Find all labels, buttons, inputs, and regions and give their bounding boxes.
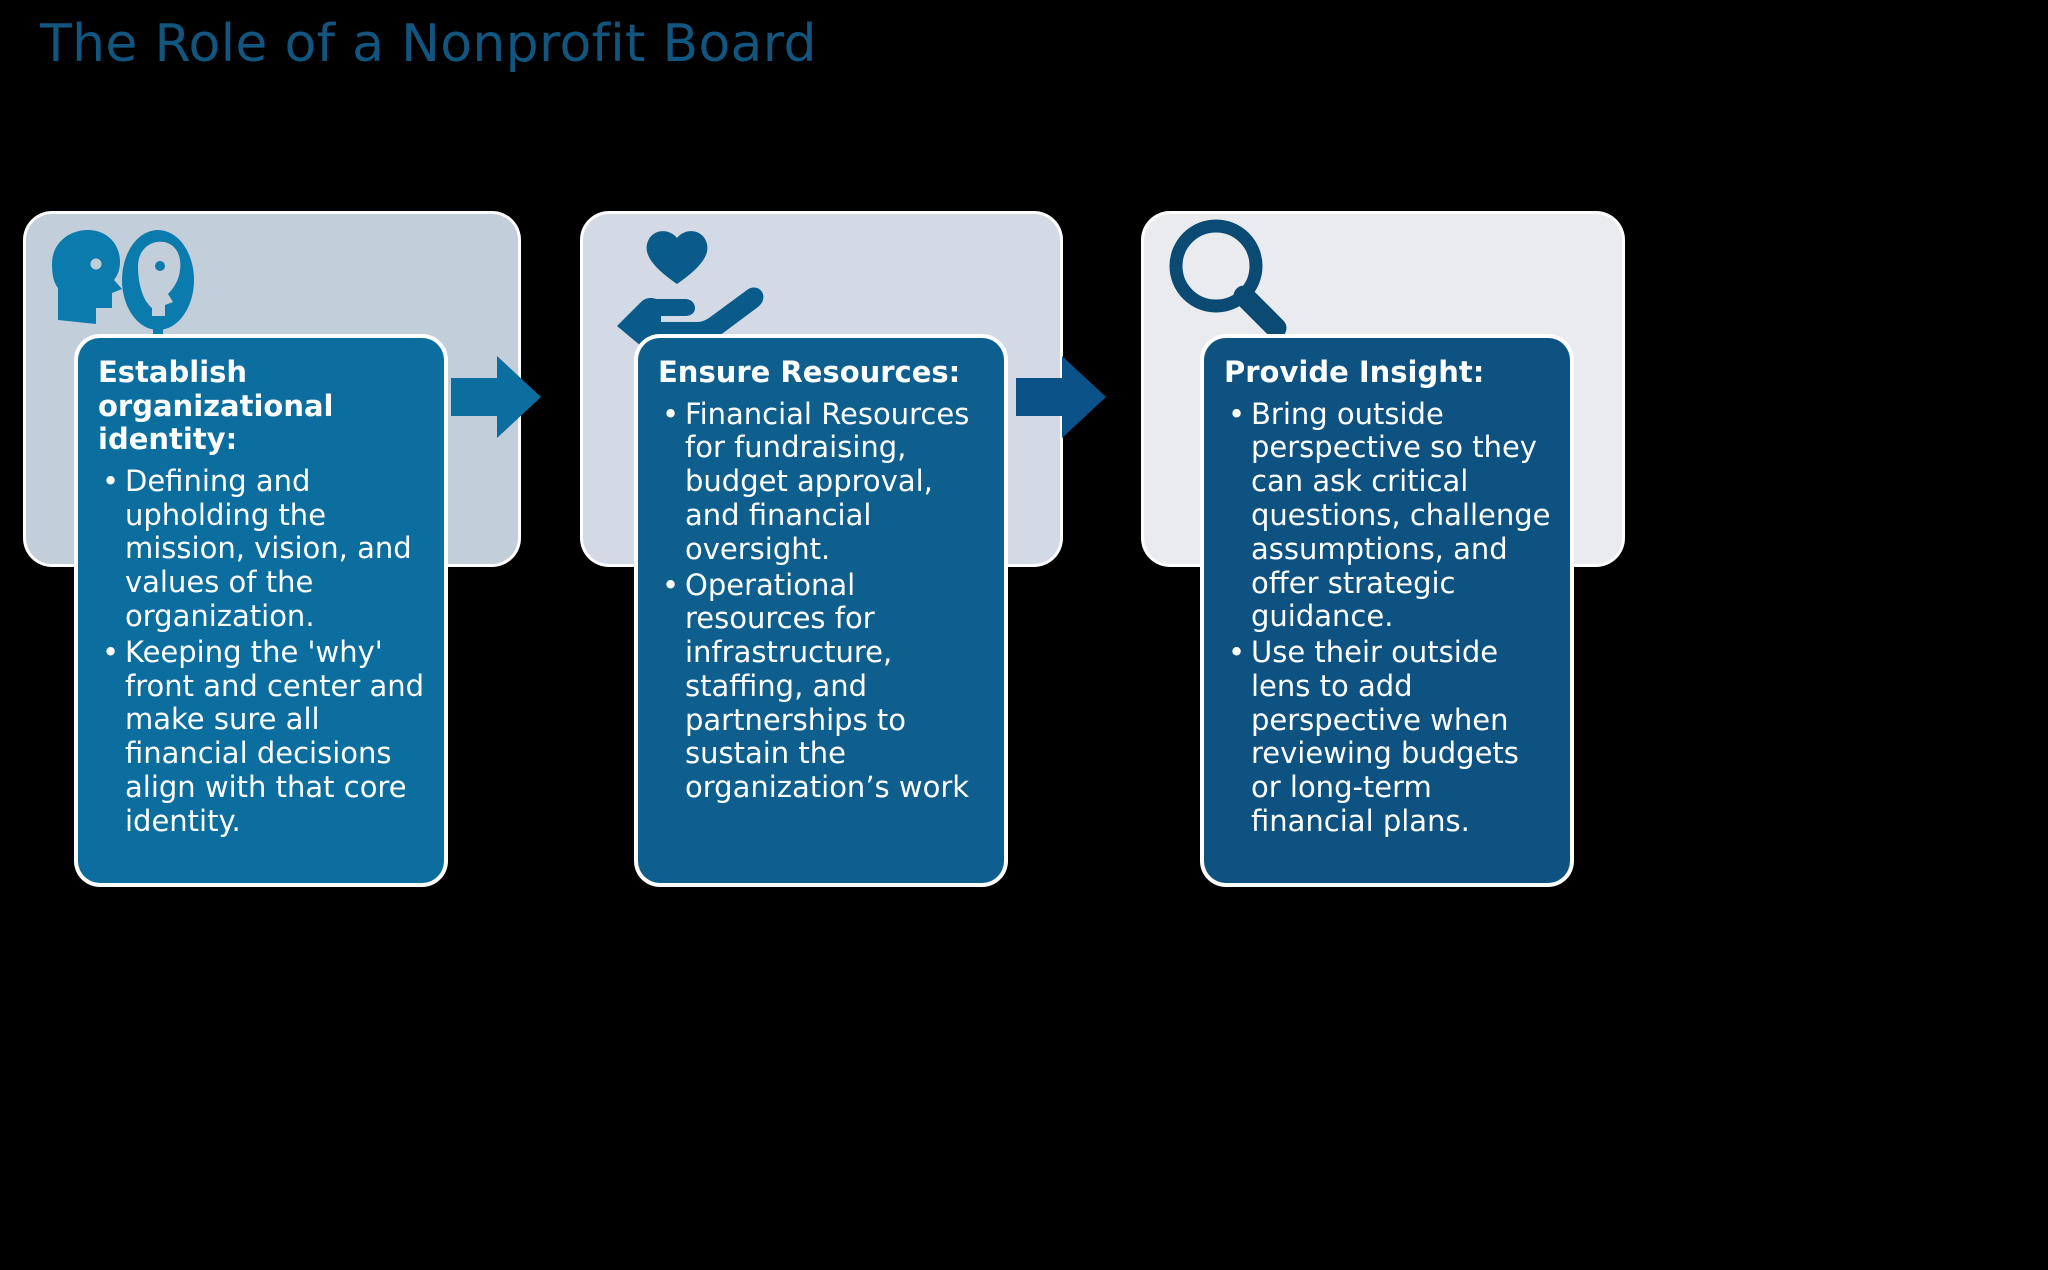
card-bullet-list: • Bring outside perspective so they can …	[1224, 396, 1552, 839]
bullet-glyph: •	[102, 634, 120, 669]
card-heading: Provide Insight:	[1224, 355, 1485, 389]
list-item-text: Financial Resources for fundraising, bud…	[685, 396, 970, 566]
list-item: • Keeping the 'why' front and center and…	[98, 634, 426, 839]
list-item: • Bring outside perspective so they can …	[1224, 396, 1552, 634]
head-mirror-icon	[34, 220, 224, 350]
list-item-text: Use their outside lens to add perspectiv…	[1251, 635, 1519, 838]
hand-holding-heart-icon	[611, 220, 801, 350]
card-bullet-list: • Defining and upholding the mission, vi…	[98, 463, 426, 839]
list-item-text: Defining and upholding the mission, visi…	[125, 463, 412, 633]
bullet-glyph: •	[662, 396, 680, 431]
bullet-glyph: •	[102, 463, 120, 498]
bullet-glyph: •	[1228, 396, 1246, 431]
right-arrow-icon	[451, 352, 543, 442]
list-item: • Defining and upholding the mission, vi…	[98, 463, 426, 634]
list-item: • Financial Resources for fundraising, b…	[658, 396, 986, 567]
magnifying-glass-icon	[1154, 216, 1344, 346]
list-item-text: Bring outside perspective so they can as…	[1251, 396, 1551, 634]
card-bullet-list: • Financial Resources for fundraising, b…	[658, 396, 986, 805]
bullet-glyph: •	[662, 567, 680, 602]
list-item-text: Keeping the 'why' front and center and m…	[125, 634, 425, 838]
right-arrow-icon	[1016, 352, 1108, 442]
step-card-ensure-resources: Ensure Resources: • Financial Resources …	[638, 338, 1004, 883]
step-card-establish-identity: Establish organizational identity: • Def…	[78, 338, 444, 883]
card-heading: Establish organizational identity:	[98, 355, 334, 457]
list-item: • Operational resources for infrastructu…	[658, 567, 986, 805]
list-item-text: Operational resources for infrastructure…	[685, 567, 970, 805]
bullet-glyph: •	[1228, 635, 1246, 670]
list-item: • Use their outside lens to add perspect…	[1224, 635, 1552, 839]
step-card-provide-insight: Provide Insight: • Bring outside perspec…	[1204, 338, 1570, 883]
page-title: The Role of a Nonprofit Board	[40, 14, 817, 74]
card-heading: Ensure Resources:	[658, 355, 961, 389]
